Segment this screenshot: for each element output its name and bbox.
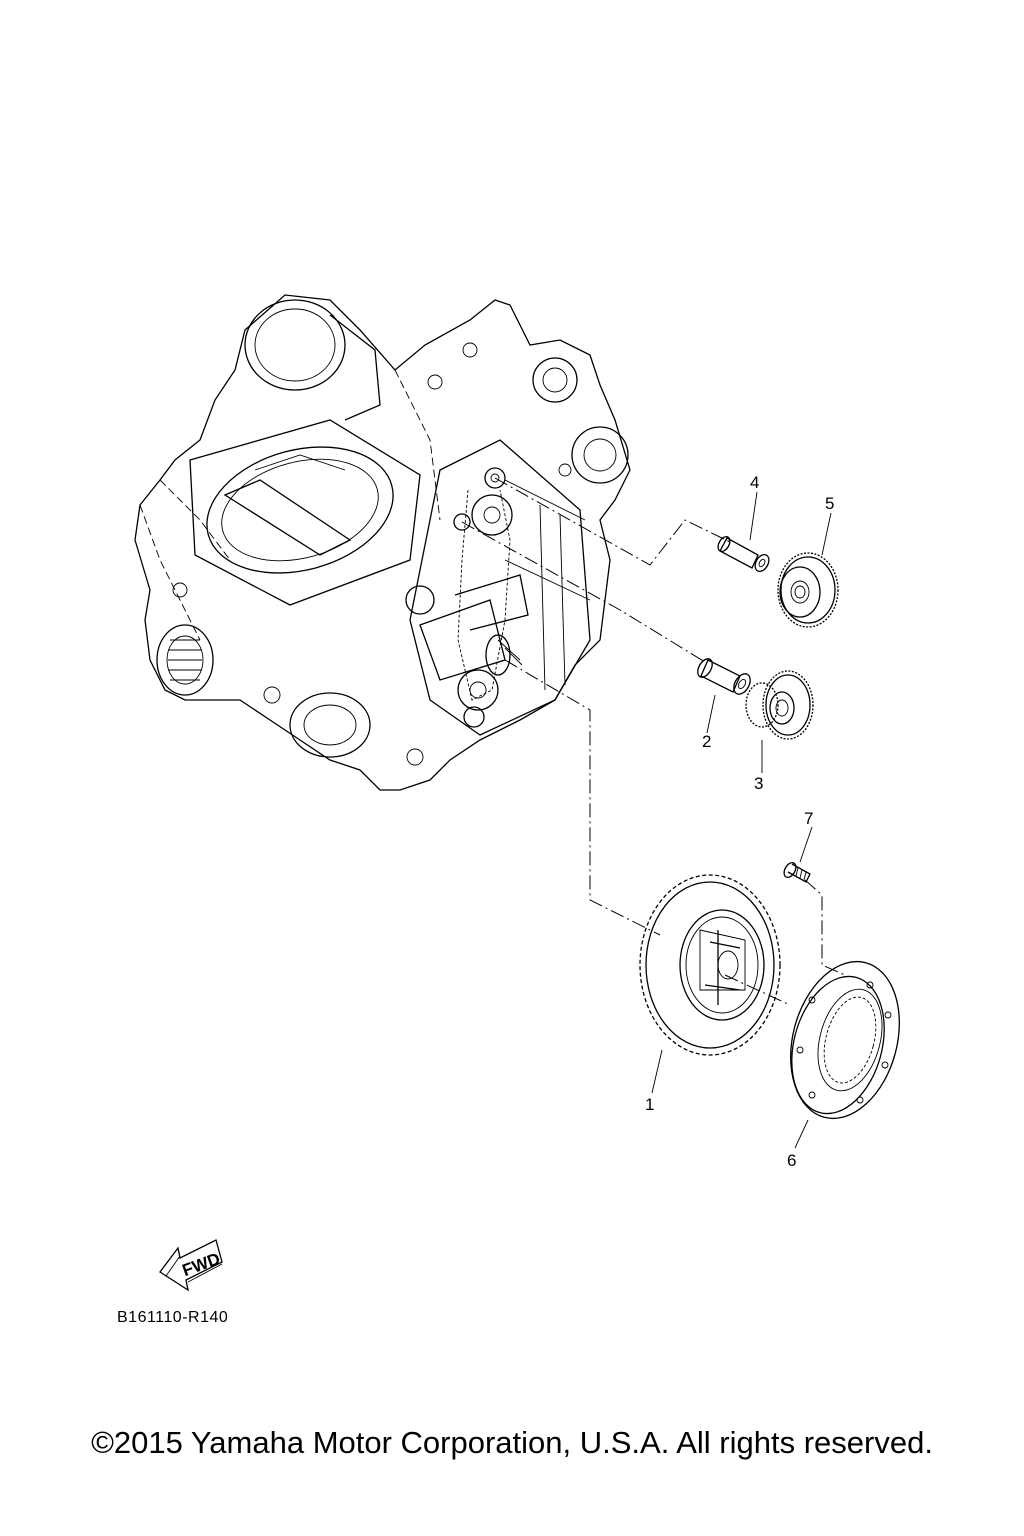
callout-7: 7 xyxy=(804,809,813,828)
callout-3: 3 xyxy=(754,774,763,793)
fwd-badge: FWD xyxy=(180,1249,223,1280)
callout-1: 1 xyxy=(645,1095,654,1114)
part-1-gear xyxy=(639,874,781,1056)
callout-6: 6 xyxy=(787,1151,796,1170)
diagram-code: B161110-R140 xyxy=(117,1309,228,1326)
callout-5: 5 xyxy=(825,494,834,513)
part-6-clutch xyxy=(790,960,900,1120)
part-5-gear xyxy=(777,552,839,628)
callout-4: 4 xyxy=(750,473,759,492)
part-3-gear xyxy=(745,670,814,740)
copyright-notice: ©2015 Yamaha Motor Corporation, U.S.A. A… xyxy=(91,1425,933,1460)
fwd-arrow-icon: FWD xyxy=(159,1239,223,1292)
callout-leaders xyxy=(651,491,832,1149)
part-2-shaft xyxy=(697,658,751,695)
callout-2: 2 xyxy=(702,732,711,751)
assembly-lines xyxy=(461,477,846,1006)
engine-crankcase xyxy=(134,294,631,791)
part-7-bolt xyxy=(783,861,811,883)
part-4-shaft xyxy=(717,535,770,573)
